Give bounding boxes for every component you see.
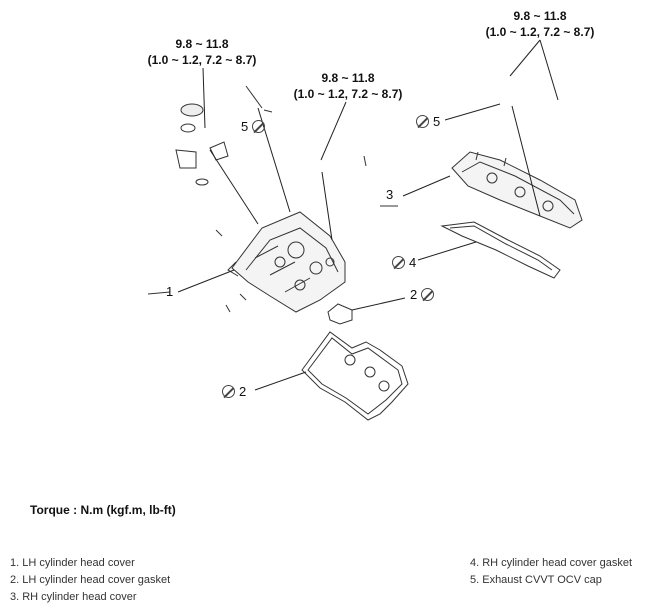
torque-label-middle: 9.8 ~ 11.8 (1.0 ~ 1.2, 7.2 ~ 8.7)	[284, 70, 412, 102]
legend-item: 2. LH cylinder head cover gasket	[10, 574, 171, 586]
callout-2-gasket: 2	[222, 384, 246, 399]
legend-left: 1. LH cylinder head cover 2. LH cylinder…	[10, 555, 170, 606]
callout-5-rh: 5	[416, 114, 440, 129]
rh-cylinder-head-cover	[451, 151, 583, 229]
callout-1: 1	[166, 284, 173, 299]
lh-cylinder-head-cover	[227, 211, 346, 313]
legend-item: 1. LH cylinder head cover	[10, 557, 135, 569]
torque-value: 9.8 ~ 11.8	[513, 9, 567, 23]
rh-cylinder-head-cover-gasket	[440, 221, 561, 279]
lh-cylinder-head-cover-gasket	[301, 331, 409, 421]
tube-gasket	[327, 303, 353, 325]
callout-number: 5	[433, 114, 441, 129]
callout-number: 1	[166, 284, 174, 299]
callout-3: 3	[386, 187, 393, 202]
callout-number: 2	[410, 287, 418, 302]
callout-arrows	[177, 103, 501, 391]
do-not-reuse-icon	[392, 256, 405, 269]
torque-label-top-left: 9.8 ~ 11.8 (1.0 ~ 1.2, 7.2 ~ 8.7)	[138, 36, 266, 68]
torque-conversion: (1.0 ~ 1.2, 7.2 ~ 8.7)	[293, 87, 403, 101]
leader-lines	[202, 39, 559, 241]
do-not-reuse-icon	[252, 120, 266, 133]
legend-right: 4. RH cylinder head cover gasket 5. Exha…	[470, 555, 632, 589]
callout-number: 4	[409, 255, 417, 270]
callout-2-small-gasket: 2	[410, 287, 435, 302]
torque-value: 9.8 ~ 11.8	[321, 71, 375, 85]
torque-label-top-right: 9.8 ~ 11.8 (1.0 ~ 1.2, 7.2 ~ 8.7)	[476, 8, 604, 40]
do-not-reuse-icon	[222, 385, 235, 398]
callout-number: 3	[386, 187, 394, 202]
do-not-reuse-icon	[416, 115, 429, 128]
do-not-reuse-icon	[421, 288, 435, 301]
exhaust-cvvt-ocv-cap-lh	[175, 103, 229, 186]
callout-number: 2	[239, 384, 247, 399]
torque-conversion: (1.0 ~ 1.2, 7.2 ~ 8.7)	[485, 25, 595, 39]
legend-item: 3. RH cylinder head cover	[10, 591, 137, 603]
callout-5-lh: 5	[241, 119, 266, 134]
torque-units-heading: Torque : N.m (kgf.m, lb-ft)	[30, 503, 176, 517]
callout-4: 4	[392, 255, 416, 270]
legend-item: 4. RH cylinder head cover gasket	[470, 557, 633, 569]
legend-item: 5. Exhaust CVVT OCV cap	[470, 574, 602, 586]
torque-conversion: (1.0 ~ 1.2, 7.2 ~ 8.7)	[147, 53, 257, 67]
torque-value: 9.8 ~ 11.8	[175, 37, 229, 51]
bolts	[147, 85, 398, 313]
callout-number: 5	[241, 119, 249, 134]
